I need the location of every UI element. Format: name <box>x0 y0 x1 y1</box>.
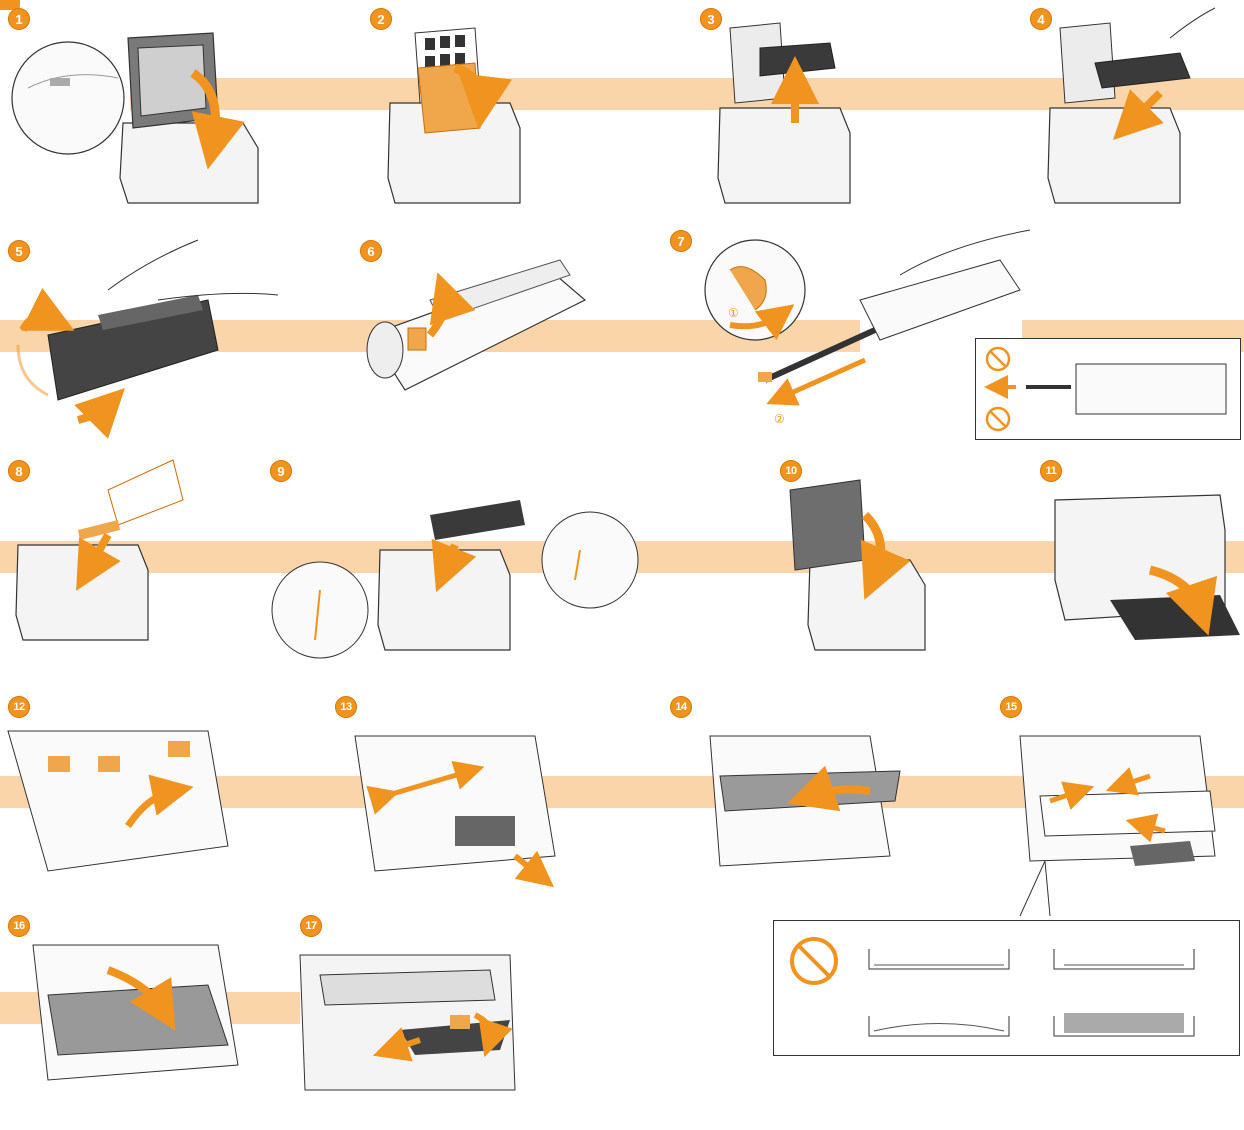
paper-tray-illustration <box>335 696 575 896</box>
prohibited-icon <box>987 348 1009 370</box>
step-6: 6 <box>360 240 670 455</box>
step15-caution-box <box>773 920 1240 1056</box>
step-14: 14 <box>670 696 980 911</box>
step-9: 9 <box>270 460 580 675</box>
step-12: 12 <box>8 696 318 911</box>
step-3: 3 <box>700 8 1010 223</box>
step-16: 16 <box>8 915 318 1130</box>
step-7: 7 ① ② <box>670 230 980 445</box>
paper-stack-illustration <box>670 696 910 886</box>
printer-illustration <box>270 460 620 670</box>
printer-illustration <box>300 915 540 1090</box>
step-5: 5 <box>8 240 318 455</box>
step-1: 1 <box>8 8 318 223</box>
printer-illustration <box>1040 460 1240 660</box>
prohibited-icon <box>987 408 1009 430</box>
printer-illustration <box>700 8 1010 223</box>
caution-illustration <box>976 339 1240 439</box>
paper-stack-illustration <box>1000 696 1230 886</box>
printer-illustration <box>1030 8 1244 223</box>
caution-illustration <box>774 921 1239 1055</box>
prohibited-icon <box>792 939 836 983</box>
step-15: 15 <box>1000 696 1244 911</box>
step-2: 2 <box>370 8 680 223</box>
printer-illustration <box>780 460 980 660</box>
printer-illustration <box>370 8 680 223</box>
step7-label-first: ① <box>728 306 739 320</box>
step7-label-second: ② <box>774 412 785 426</box>
toner-cartridge-illustration <box>360 240 610 420</box>
step7-caution-box <box>975 338 1241 440</box>
step-17: 17 <box>300 915 610 1130</box>
toner-cartridge-illustration <box>8 240 318 440</box>
printer-illustration <box>8 8 318 223</box>
step-11: 11 <box>1040 460 1244 675</box>
step-4: 4 <box>1030 8 1244 223</box>
paper-tray-illustration <box>8 915 248 1090</box>
step-13: 13 <box>335 696 645 911</box>
paper-tray-illustration <box>8 696 248 886</box>
printer-illustration <box>8 460 208 660</box>
